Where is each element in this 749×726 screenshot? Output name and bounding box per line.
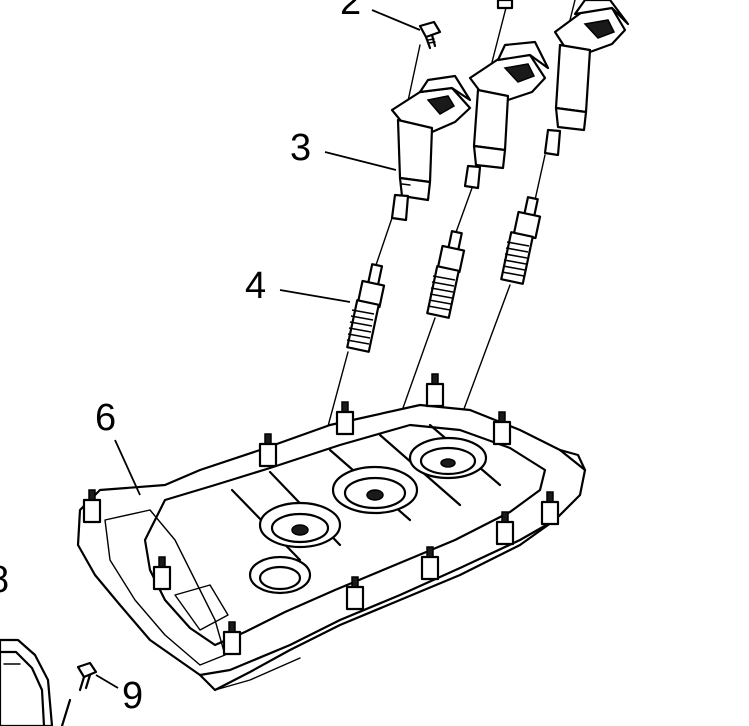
oil-filler-opening (248, 555, 312, 595)
spark-plug-left (346, 263, 386, 353)
spark-plug-well-3 (408, 436, 488, 480)
leader-lines (95, 9, 421, 689)
callout-2: 2 (340, 0, 361, 23)
ignition-coil-left (390, 74, 472, 222)
bolt-item-9 (60, 661, 98, 726)
callout-6: 6 (95, 397, 116, 439)
callout-8: 8 (0, 559, 9, 601)
cover-bolts (82, 373, 560, 656)
bolt-item-2 (418, 20, 442, 50)
callout-9: 9 (122, 675, 143, 717)
callout-4: 4 (245, 265, 266, 307)
spark-plug-well-1 (258, 501, 342, 549)
part-item-8 (0, 638, 54, 726)
spark-plug-right (500, 196, 542, 285)
spark-plug-well-2 (331, 465, 419, 515)
ignition-coil-right (543, 0, 630, 157)
spark-plug-middle (426, 230, 466, 319)
ignition-coil-middle (463, 40, 550, 190)
callout-3: 3 (290, 127, 311, 169)
bolt-top (496, 0, 514, 10)
valve-cover (76, 373, 587, 692)
